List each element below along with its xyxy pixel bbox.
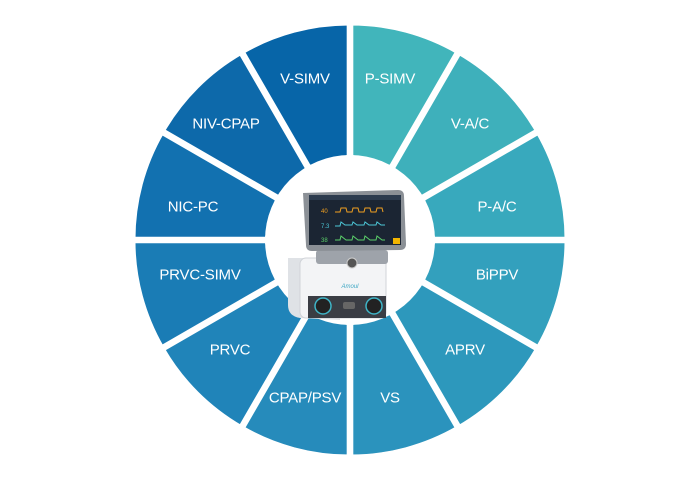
segment-label: P-SIMV	[364, 70, 416, 88]
segment-label: VS	[380, 389, 400, 407]
segment-label: PRVC-SIMV	[159, 266, 241, 284]
ventilator-image: Amoul 40 7.3 38	[288, 190, 406, 320]
segment-label: V-SIMV	[280, 70, 330, 88]
segment-label: BiPPV	[475, 266, 519, 284]
segment-label: V-A/C	[450, 115, 490, 133]
segment-label: NIC-PC	[167, 198, 219, 216]
outer-edge	[131, 21, 569, 459]
brand-logo: Amoul	[340, 284, 359, 290]
svg-text:7.3: 7.3	[321, 224, 330, 230]
segment-label: PRVC	[209, 341, 251, 359]
segment-label: NIV-CPAP	[192, 115, 260, 133]
segment-label: CPAP/PSV	[268, 389, 342, 407]
segment-label: P-A/C	[477, 198, 517, 216]
segment-label: APRV	[445, 341, 485, 359]
svg-text:40: 40	[321, 209, 328, 215]
svg-text:38: 38	[321, 238, 328, 244]
